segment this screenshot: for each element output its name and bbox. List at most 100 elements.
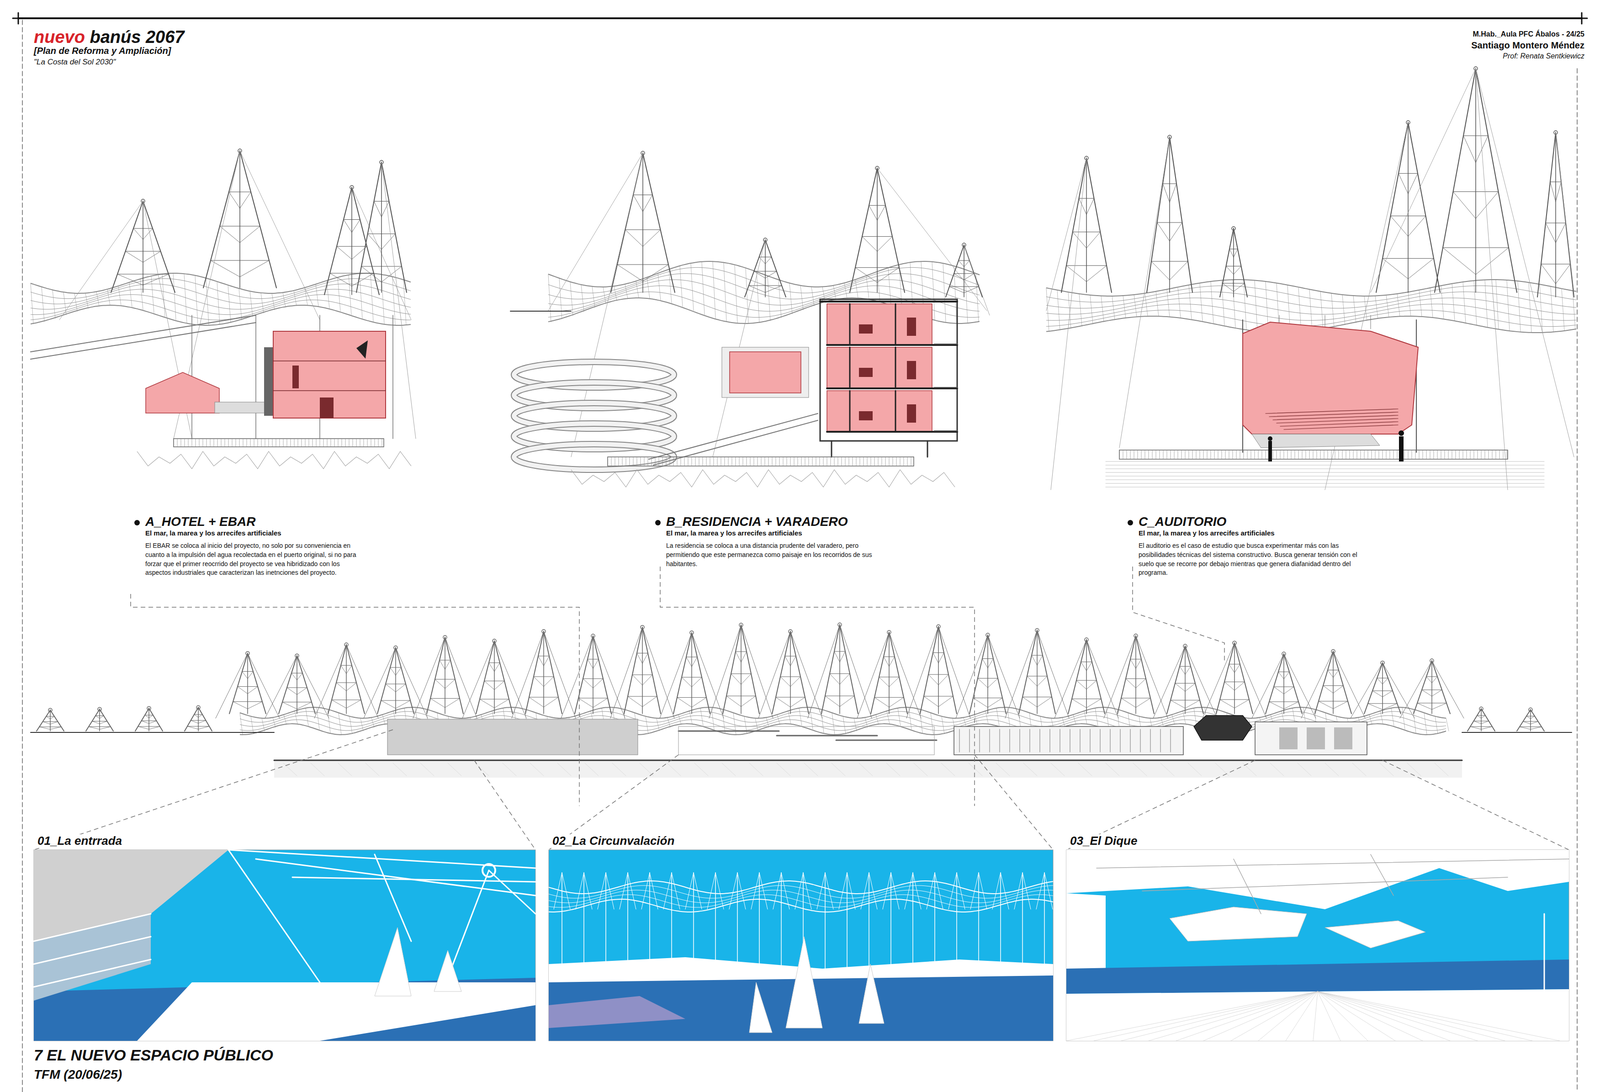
structure-line: [305, 708, 309, 726]
structure-line: [1314, 651, 1334, 714]
structure-line: [1309, 450, 1310, 460]
structure-line: [858, 762, 873, 776]
structure-line: [826, 344, 958, 346]
structure-line: [1150, 729, 1151, 753]
structure-line: [934, 386, 958, 388]
structure-line: [1462, 281, 1466, 323]
structure-line: [1462, 731, 1572, 733]
structure-line: [349, 438, 350, 447]
structure-line: [1398, 173, 1409, 195]
structure-line: [849, 303, 851, 345]
structure-line: [662, 456, 663, 467]
structure-line: [1224, 681, 1235, 691]
structure-line: [808, 456, 810, 467]
structure-line: [1037, 696, 1052, 707]
structure-line: [686, 656, 692, 667]
structure-line: [370, 273, 374, 322]
canopy-line: [30, 299, 411, 320]
structure-line: [627, 696, 643, 707]
structure-line: [1152, 450, 1153, 460]
annotation-block: C_AUDITORIOEl mar, la marea y los arreci…: [1138, 514, 1358, 580]
deck: [173, 438, 384, 447]
structure-line: [395, 647, 428, 719]
floor: [1066, 989, 1569, 1041]
structure-line: [1080, 729, 1081, 753]
structure-line: [1103, 635, 1136, 719]
structure-line: [1086, 639, 1105, 714]
structure-line: [286, 438, 288, 447]
course-label: M.Hab._Aula PFC Ábalos - 24/25: [1472, 30, 1585, 39]
structure-line: [239, 191, 251, 209]
structure-line: [1431, 676, 1438, 684]
structure-line: [1219, 228, 1234, 297]
water: [1066, 959, 1569, 994]
structure-line: [673, 456, 674, 467]
structure-line: [956, 872, 958, 969]
structure-line: [923, 695, 954, 697]
section-heading: B_RESIDENCIA + VARADERO: [666, 514, 886, 530]
structure-line: [381, 162, 416, 439]
structure-line: [1105, 762, 1120, 776]
sail: [858, 964, 885, 1024]
overhead-pod: [1169, 906, 1307, 942]
structure-line: [305, 438, 306, 447]
structure-line: [247, 653, 249, 714]
structure-line: [636, 456, 638, 467]
structure-line: [863, 456, 864, 467]
structure-line: [581, 284, 584, 312]
mast-head: [1231, 226, 1236, 231]
structure-line: [1331, 450, 1332, 460]
structure-line: [624, 627, 643, 714]
structure-line: [1135, 698, 1151, 708]
structure-line: [488, 870, 536, 914]
structure-line: [1142, 877, 1508, 891]
structure-line: [479, 699, 495, 708]
structure-line: [361, 266, 382, 282]
subtitle: [Plan de Reforma y Ampliación]: [33, 45, 171, 57]
structure-line: [238, 288, 242, 320]
structure-line: [744, 239, 766, 297]
structure-line: [1555, 222, 1566, 243]
structure-line: [1297, 762, 1312, 776]
structure-line: [345, 644, 347, 714]
structure-line: [964, 286, 979, 293]
structure-line: [849, 390, 851, 432]
structure-line: [691, 632, 724, 719]
structure-line: [639, 762, 654, 776]
structure-line: [33, 936, 151, 965]
structure-line: [494, 641, 513, 714]
structure-line: [1135, 635, 1137, 714]
structure-line: [1484, 279, 1488, 327]
structure-line: [748, 285, 782, 287]
structure-line: [1160, 762, 1175, 776]
structure-line: [1367, 703, 1383, 710]
structure-line: [198, 714, 203, 718]
structure-line: [644, 456, 645, 467]
mast-head: [482, 863, 496, 877]
structure-line: [1317, 991, 1423, 1041]
structure-line: [740, 625, 742, 714]
structure-line: [649, 872, 651, 969]
structure-line: [378, 438, 379, 447]
structure-line: [973, 697, 1003, 699]
structure-line: [1530, 709, 1532, 732]
structure-line: [625, 229, 661, 230]
structure-line: [1086, 158, 1087, 293]
structure-line: [1100, 729, 1101, 753]
structure-line: [973, 698, 988, 708]
structure-line: [1426, 450, 1427, 460]
structure-line: [1435, 716, 1438, 735]
structure-line: [290, 438, 292, 447]
structure-line: [741, 695, 756, 707]
residence-unit: [826, 390, 933, 432]
structure-line: [21, 20, 23, 1092]
structure-line: [1408, 291, 1411, 317]
structure-line: [974, 714, 978, 725]
structure-line: [1066, 991, 1318, 1041]
structure-line: [889, 632, 922, 719]
structure-line: [1146, 137, 1170, 293]
mast-head: [196, 705, 201, 710]
structure-line: [1272, 450, 1274, 460]
structure-line: [838, 872, 848, 910]
